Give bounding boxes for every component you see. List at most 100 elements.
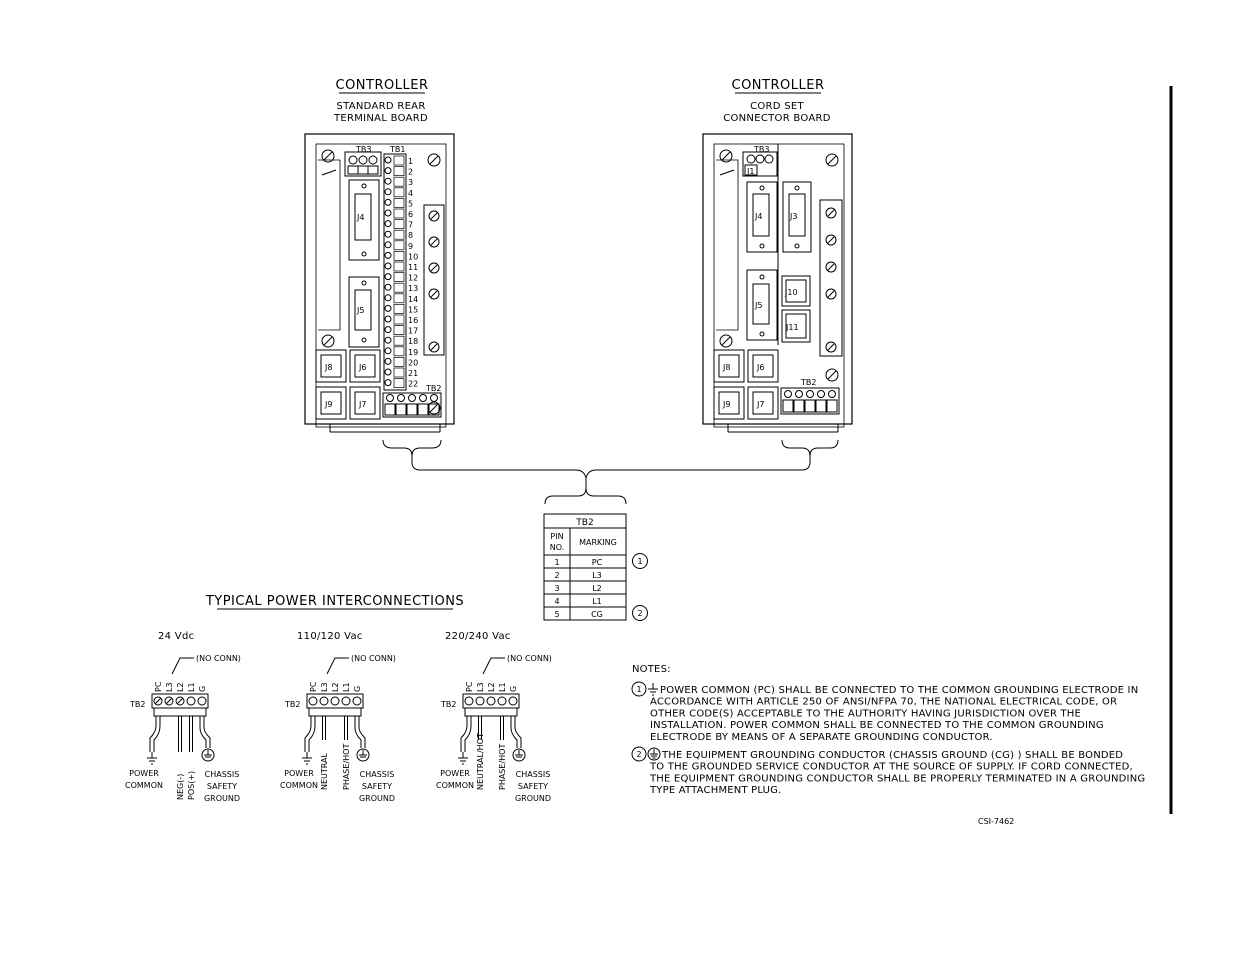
left-j5-label: J5 bbox=[356, 306, 364, 315]
wire1-label: NEUTRAL/HOT bbox=[476, 733, 485, 790]
tb1-terminal-label: 9 bbox=[408, 242, 413, 251]
no-conn-label: (NO CONN) bbox=[196, 654, 241, 663]
tb1-terminal-label: 18 bbox=[408, 337, 418, 346]
tb2-col-pin-2: NO. bbox=[550, 543, 565, 552]
tb2-row-marking: PC bbox=[592, 558, 603, 567]
power-common-label: COMMON bbox=[280, 781, 318, 790]
wire2-label: POS(+) bbox=[187, 771, 196, 800]
tb1-terminal-label: 22 bbox=[408, 380, 418, 389]
note2-number: 2 bbox=[636, 750, 641, 759]
tb1-terminal-label: 15 bbox=[408, 305, 418, 314]
power-common-label: POWER bbox=[440, 769, 470, 778]
right-j1-label: J1 bbox=[746, 167, 754, 176]
note1-number: 1 bbox=[636, 685, 641, 694]
right-controller-subtitle-1: CORD SET bbox=[750, 101, 804, 112]
power-terminal-label: PC bbox=[309, 681, 318, 692]
tb2-callout-circle bbox=[632, 605, 648, 621]
note2-line: THE EQUIPMENT GROUNDING CONDUCTOR (CHASS… bbox=[661, 750, 1123, 761]
right-j7-label: J7 bbox=[756, 400, 764, 409]
power-terminal-label: L2 bbox=[487, 682, 496, 692]
tb2-callout-circle bbox=[632, 553, 648, 569]
right-j6-label: J6 bbox=[756, 363, 764, 372]
tb2-row-pin: 4 bbox=[554, 597, 559, 606]
tb1-terminal-label: 8 bbox=[408, 231, 413, 240]
tb1-terminal-label: 12 bbox=[408, 274, 418, 283]
tb2-row-marking: CG bbox=[591, 610, 603, 619]
power-terminal-label: G bbox=[509, 686, 518, 692]
power-config-voltage: 24 Vdc bbox=[158, 631, 194, 642]
ground-label: GROUND bbox=[359, 794, 395, 803]
right-controller-title: CONTROLLER bbox=[732, 78, 825, 93]
tb1-terminal-label: 13 bbox=[408, 284, 418, 293]
left-controller-subtitle-1: STANDARD REAR bbox=[336, 101, 425, 112]
tb1-terminal-label: 1 bbox=[408, 157, 413, 166]
tb2-row-marking: L1 bbox=[592, 597, 602, 606]
ground-label: CHASSIS bbox=[360, 770, 395, 779]
tb2-table-title: TB2 bbox=[575, 518, 593, 528]
ground-label: CHASSIS bbox=[205, 770, 240, 779]
ground-label: SAFETY bbox=[518, 782, 548, 791]
note1-line: ACCORDANCE WITH ARTICLE 250 OF ANSI/NFPA… bbox=[650, 697, 1117, 708]
power-common-label: COMMON bbox=[125, 781, 163, 790]
ground-label: SAFETY bbox=[207, 782, 237, 791]
tb2-row-marking: L3 bbox=[592, 571, 602, 580]
figure-id: CSI-7462 bbox=[978, 817, 1014, 826]
right-j11-label: J11 bbox=[785, 323, 799, 332]
power-tb2-label: TB2 bbox=[440, 700, 456, 709]
power-terminal-label: L3 bbox=[165, 682, 174, 692]
right-controller: CONTROLLER CORD SET CONNECTOR BOARD TB3 … bbox=[702, 78, 853, 433]
right-j9-label: J9 bbox=[722, 400, 730, 409]
no-conn-label: (NO CONN) bbox=[351, 654, 396, 663]
right-controller-subtitle-2: CONNECTOR BOARD bbox=[723, 113, 831, 124]
left-controller-subtitle-2: TERMINAL BOARD bbox=[333, 113, 428, 124]
right-tb2-label: TB2 bbox=[800, 378, 816, 387]
tb1-terminal-label: 5 bbox=[408, 199, 413, 208]
right-tb3-label: TB3 bbox=[753, 145, 769, 154]
power-terminal-label: L3 bbox=[320, 682, 329, 692]
notes-section: NOTES: 1 POWER COMMON (PC) SHALL BE CONN… bbox=[631, 664, 1145, 826]
connection-braces bbox=[382, 439, 839, 505]
tb1-terminal-label: 17 bbox=[408, 327, 418, 336]
power-tb2-label: TB2 bbox=[284, 700, 300, 709]
left-controller: CONTROLLER STANDARD REAR TERMINAL BOARD … bbox=[304, 78, 455, 433]
ground-label: SAFETY bbox=[362, 782, 392, 791]
left-tb2-label: TB2 bbox=[425, 384, 441, 393]
wire1-label: NEG(-) bbox=[176, 774, 185, 800]
tb1-terminal-label: 10 bbox=[408, 252, 418, 261]
power-common-label: POWER bbox=[129, 769, 159, 778]
power-common-label: POWER bbox=[284, 769, 314, 778]
note2-line: TO THE GROUNDED SERVICE CONDUCTOR AT THE… bbox=[649, 762, 1133, 773]
power-terminal-label: PC bbox=[154, 681, 163, 692]
power-config-voltage: 110/120 Vac bbox=[297, 631, 363, 642]
right-j5-label: J5 bbox=[754, 301, 762, 310]
wire2-label: PHASE/HOT bbox=[342, 744, 351, 790]
ground-label: GROUND bbox=[204, 794, 240, 803]
power-terminal-label: L1 bbox=[498, 682, 507, 692]
right-j3-label: J3 bbox=[789, 212, 797, 221]
ground-label: GROUND bbox=[515, 794, 551, 803]
power-terminal-label: L2 bbox=[176, 682, 185, 692]
power-terminal-label: L1 bbox=[342, 682, 351, 692]
power-common-symbol bbox=[648, 683, 658, 696]
tb2-row-pin: 3 bbox=[554, 584, 559, 593]
wire1-label: NEUTRAL bbox=[320, 753, 329, 790]
chassis-ground-icon bbox=[647, 747, 661, 761]
power-section: TYPICAL POWER INTERCONNECTIONS 24 VdcTB2… bbox=[125, 594, 552, 803]
tb2-callout-number: 2 bbox=[637, 609, 642, 618]
notes-title: NOTES: bbox=[632, 664, 671, 675]
no-conn-label: (NO CONN) bbox=[507, 654, 552, 663]
ground-label: CHASSIS bbox=[516, 770, 551, 779]
wire2-label: PHASE/HOT bbox=[498, 744, 507, 790]
left-j4-label: J4 bbox=[356, 213, 364, 222]
power-terminal-label: L3 bbox=[476, 682, 485, 692]
tb1-terminal-label: 19 bbox=[408, 348, 418, 357]
power-terminal-label: G bbox=[198, 686, 207, 692]
power-terminal-label: L1 bbox=[187, 682, 196, 692]
power-tb2-label: TB2 bbox=[129, 700, 145, 709]
note2-line: THE EQUIPMENT GROUNDING CONDUCTOR SHALL … bbox=[649, 773, 1145, 784]
